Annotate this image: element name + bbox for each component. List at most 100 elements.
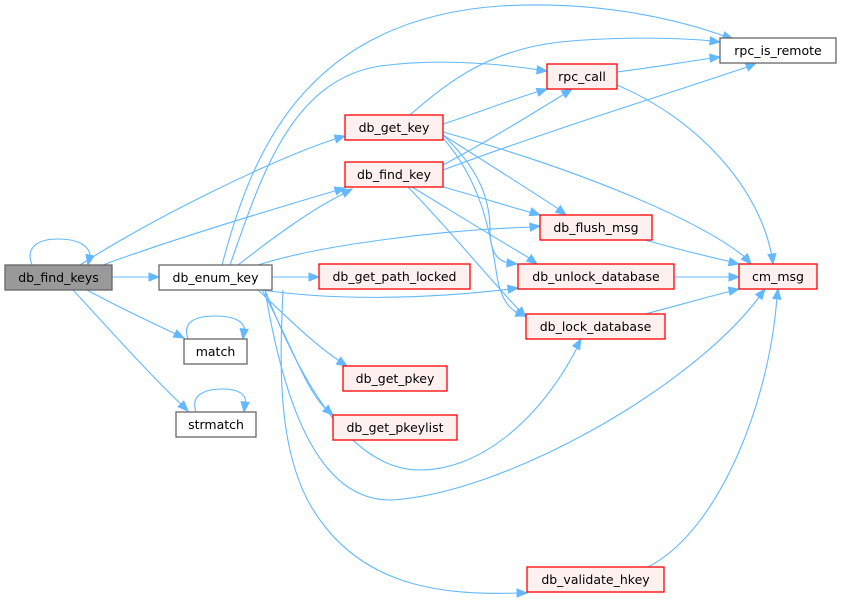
node-box: [183, 338, 248, 365]
edge-db-find-keys-to-strmatch: [72, 289, 189, 412]
edge-line: [616, 57, 714, 73]
node-box: [342, 365, 448, 392]
edge-db-get-key-to-db-flush-msg: [442, 134, 568, 216]
edge-line: [79, 137, 339, 266]
edge-db-get-key-to-rpc-is-remote: [409, 36, 722, 116]
arrowhead-icon: [528, 207, 542, 217]
edge-line: [442, 134, 561, 211]
node-box: [517, 263, 675, 290]
edge-db-find-keys-to-db-find-key: [102, 186, 347, 266]
node-label: match: [196, 344, 236, 359]
edge-line: [257, 289, 342, 363]
edge-db-find-keys-to-db-find-keys: [29, 238, 95, 267]
arrowhead-icon: [728, 272, 741, 282]
node-db-flush-msg[interactable]: db_flush_msg: [539, 214, 653, 241]
node-label: db_find_keys: [18, 270, 99, 285]
edge-db-find-key-to-rpc-call: [442, 88, 574, 166]
edge-line: [411, 186, 532, 260]
node-db-get-pkeylist[interactable]: db_get_pkeylist: [332, 414, 458, 441]
arrowhead-icon: [308, 272, 321, 282]
node-label: db_get_pkey: [356, 371, 435, 386]
edge-rpc-call-to-cm-msg: [616, 84, 777, 266]
node-label: strmatch: [188, 417, 244, 432]
arrowhead-icon: [767, 253, 777, 266]
edge-db-enum-key-to-db-flush-msg: [257, 222, 542, 266]
edge-line: [647, 295, 778, 568]
node-db-enum-key[interactable]: db_enum_key: [158, 264, 273, 291]
edge-line: [616, 84, 773, 258]
node-db-get-path-locked[interactable]: db_get_path_locked: [318, 263, 471, 290]
arrowhead-icon: [727, 257, 741, 267]
edge-line: [442, 134, 511, 264]
edge-db-get-key-to-rpc-call: [442, 87, 549, 125]
edge-db-enum-key-to-db-get-path-locked: [272, 272, 321, 282]
edge-db-lock-database-to-cm-msg: [644, 286, 741, 315]
edge-line: [237, 192, 346, 266]
node-box: [546, 63, 618, 90]
edge-line: [186, 315, 245, 340]
node-db-get-pkey[interactable]: db_get_pkey: [342, 365, 448, 392]
node-db-find-key[interactable]: db_find_key: [344, 161, 444, 188]
edge-db-validate-hkey-to-cm-msg: [647, 287, 782, 568]
edge-line: [229, 61, 541, 266]
node-label: db_find_key: [357, 167, 432, 182]
node-label: db_get_path_locked: [333, 269, 457, 284]
edge-line: [29, 238, 91, 266]
arrowhead-icon: [148, 272, 161, 282]
arrowhead-icon: [516, 588, 529, 598]
edge-line: [257, 226, 534, 266]
node-box: [738, 263, 818, 290]
edges-layer: [29, 4, 782, 598]
arrowhead-icon: [525, 253, 539, 265]
node-db-get-key[interactable]: db_get_key: [344, 114, 444, 141]
edge-line: [442, 137, 521, 315]
node-db-validate-hkey[interactable]: db_validate_hkey: [526, 566, 665, 593]
arrowhead-icon: [754, 287, 766, 301]
node-box: [525, 313, 666, 340]
node-box: [4, 264, 113, 291]
arrowhead-icon: [515, 306, 527, 318]
edge-db-flush-msg-to-cm-msg: [644, 239, 741, 267]
edge-line: [442, 186, 534, 214]
node-db-lock-database[interactable]: db_lock_database: [525, 313, 666, 340]
edge-db-enum-key-to-rpc-call: [229, 61, 549, 266]
arrowhead-icon: [727, 286, 741, 296]
arrowhead-icon: [772, 287, 782, 300]
arrowhead-icon: [340, 188, 354, 198]
edge-match-to-match: [186, 315, 249, 341]
arrowhead-icon: [536, 65, 549, 75]
node-rpc-is-remote[interactable]: rpc_is_remote: [719, 37, 837, 64]
arrowhead-icon: [172, 329, 186, 339]
edge-db-find-keys-to-db-enum-key: [112, 272, 161, 282]
arrowhead-icon: [529, 222, 542, 232]
node-strmatch[interactable]: strmatch: [175, 411, 257, 438]
edge-db-find-keys-to-match: [86, 289, 186, 339]
node-cm-msg[interactable]: cm_msg: [738, 263, 818, 290]
edge-db-enum-key-to-rpc-is-remote: [221, 4, 735, 266]
node-box: [158, 264, 273, 291]
edge-line: [72, 289, 184, 407]
edge-db-enum-key-to-db-validate-hkey: [280, 289, 529, 598]
edge-db-enum-key-to-cm-msg: [264, 287, 766, 501]
node-label: db_lock_database: [540, 319, 652, 334]
edge-line: [644, 239, 733, 263]
arrowhead-icon: [535, 87, 549, 97]
edge-line: [261, 288, 512, 298]
node-db-unlock-database[interactable]: db_unlock_database: [517, 263, 675, 290]
node-label: db_unlock_database: [532, 269, 660, 284]
node-box: [344, 161, 444, 188]
arrowhead-icon: [740, 252, 752, 266]
arrowhead-icon: [239, 328, 249, 341]
node-box: [332, 414, 458, 441]
node-label: db_get_key: [359, 120, 430, 135]
node-box: [526, 566, 665, 593]
edge-line: [280, 289, 521, 594]
edge-db-find-key-to-db-unlock-database: [411, 186, 539, 265]
node-rpc-call[interactable]: rpc_call: [546, 63, 618, 90]
arrowhead-icon: [560, 88, 574, 99]
node-label: rpc_call: [558, 69, 606, 84]
edge-db-unlock-database-to-cm-msg: [674, 272, 741, 282]
node-match[interactable]: match: [183, 338, 248, 365]
arrowhead-icon: [506, 258, 519, 268]
